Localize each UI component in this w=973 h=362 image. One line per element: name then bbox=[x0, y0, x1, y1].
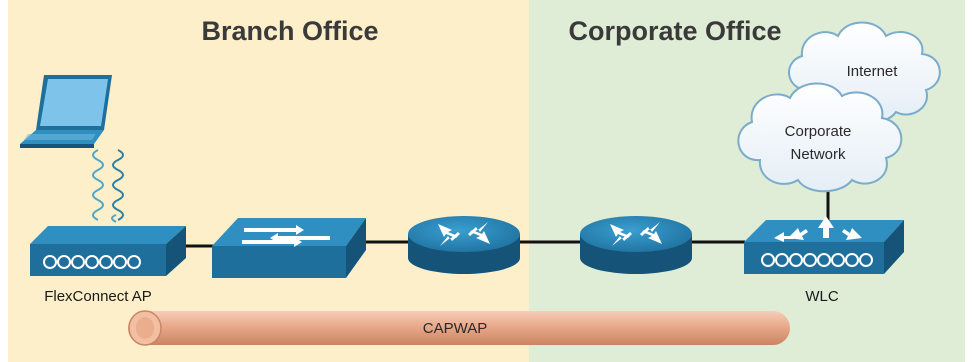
corporate-network-cloud-icon bbox=[737, 82, 903, 193]
corporate-router-icon bbox=[580, 216, 692, 274]
capwap-tunnel bbox=[128, 310, 790, 346]
corporate-network-label-line1: Corporate bbox=[785, 123, 852, 140]
corporate-network-label-line2: Network bbox=[790, 146, 846, 163]
branch-office-title: Branch Office bbox=[201, 16, 378, 46]
capwap-label: CAPWAP bbox=[423, 320, 487, 337]
branch-router-icon bbox=[408, 216, 520, 274]
laptop-icon bbox=[20, 75, 112, 148]
ap-label: FlexConnect AP bbox=[44, 288, 152, 305]
wlc-label: WLC bbox=[805, 288, 839, 305]
internet-label: Internet bbox=[847, 63, 899, 80]
switch-icon bbox=[212, 218, 366, 278]
wireless-signal-icon bbox=[92, 149, 124, 223]
corporate-office-title: Corporate Office bbox=[568, 16, 781, 46]
access-point-icon bbox=[30, 226, 186, 276]
network-links bbox=[185, 170, 830, 248]
branch-office-zone bbox=[8, 0, 529, 362]
wireless-lan-controller-icon bbox=[744, 216, 904, 274]
